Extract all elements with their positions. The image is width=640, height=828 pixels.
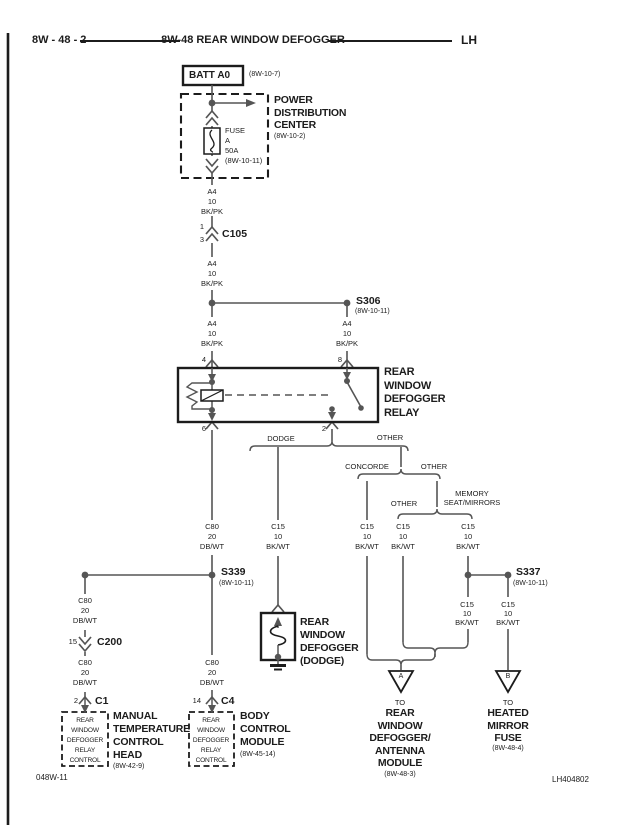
c105-pin-bottom: 3 (199, 235, 204, 244)
branch-label-other-1: OTHER (376, 433, 404, 442)
battery-feed-label: BATT A0 (189, 70, 231, 81)
triangle-a-letter: A (398, 673, 404, 680)
dest-b-to: TO (502, 698, 514, 707)
relay-pin-8: 8 (337, 355, 342, 364)
s337-name: S337 (516, 566, 541, 578)
c105-name: C105 (222, 228, 248, 240)
relay-box (176, 366, 380, 424)
c4-name: C4 (221, 695, 235, 707)
defogger-grid-icon (269, 625, 287, 646)
relay-resistor (185, 382, 212, 410)
wire-label-a4-3: A4 10 BK/PK (200, 319, 224, 348)
wire-label-c15-memory: C15 10 BK/WT (456, 522, 480, 551)
c1-box-text: REAR WINDOW DEFOGGER RELAY CONTROL (66, 717, 104, 764)
relay-name: REAR WINDOW DEFOGGER RELAY (384, 366, 446, 419)
wire-label-c80-mid: C80 20 DB/WT (199, 658, 225, 687)
dest-b-name: HEATED MIRROR FUSE (487, 707, 529, 745)
header-title: 8W-48 REAR WINDOW DEFOGGER (161, 34, 345, 46)
splice-dots (81, 99, 512, 579)
wire-label-a4-4: A4 10 BK/PK (335, 319, 359, 348)
dest-b-ref: (8W-48-4) (492, 745, 524, 752)
inline-connector-icons (78, 109, 219, 653)
branch-label-concorde: CONCORDE (345, 462, 389, 471)
s339-ref: (8W-10-11) (219, 580, 254, 587)
gather-braces (366, 641, 469, 666)
mtc-head-name: MANUAL TEMPERATURE CONTROL HEAD (113, 710, 190, 761)
wire-label-c80-left-2: C80 20 DB/WT (72, 658, 98, 687)
triangle-a-icon (387, 670, 415, 694)
triangle-b-letter: B (505, 673, 511, 680)
fuse-label: FUSE A 50A (8W-10-11) (225, 126, 263, 165)
bcm-name: BODY CONTROL MODULE (240, 710, 291, 748)
s337-ref: (8W-10-11) (513, 580, 548, 587)
battery-feed-box (181, 64, 245, 87)
relay-switch (329, 378, 364, 412)
terminal-connector-icons (78, 358, 354, 705)
split-braces (249, 440, 473, 520)
c105-pin-top: 1 (199, 222, 204, 231)
wire-label-c80-left: C80 20 DB/WT (72, 596, 98, 625)
footer-doc-code: LH404802 (552, 775, 589, 784)
c1-name: C1 (95, 695, 109, 707)
s306-ref: (8W-10-11) (355, 308, 390, 315)
c4-dashed-box (188, 698, 235, 767)
wire-label-c15-dodge: C15 10 BK/WT (266, 522, 290, 551)
header-page-number: 8W - 48 - 2 (32, 34, 87, 46)
pdc-ref: (8W-10-2) (274, 133, 306, 140)
wire-label-a4-1: A4 10 BK/PK (200, 187, 224, 216)
wire-label-c15-concorde: C15 10 BK/WT (355, 522, 379, 551)
c1-dashed-box (61, 698, 109, 767)
battery-feed-ref: (8W-10-7) (249, 71, 281, 78)
pdc-dashed-box (179, 92, 270, 180)
branch-label-memory: MEMORY SEAT/MIRRORS (443, 489, 501, 507)
c4-pin: 14 (192, 696, 201, 705)
relay-pin-4: 4 (201, 355, 206, 364)
dest-a-ref: (8W-48-3) (384, 771, 416, 778)
c1-pin: 2 (73, 696, 78, 705)
wire-label-c15-s337-right: C15 10 BK/WT (496, 600, 520, 627)
branch-label-other-2: OTHER (420, 462, 448, 471)
header-side-code: LH (461, 33, 477, 47)
dest-a-name: REAR WINDOW DEFOGGER/ ANTENNA MODULE (369, 707, 431, 770)
relay-pin-6: 6 (201, 424, 206, 433)
defogger-dodge-name: REAR WINDOW DEFOGGER (DODGE) (300, 616, 359, 667)
relay-internals (185, 368, 364, 421)
relay-pin-2: 2 (321, 424, 326, 433)
wire-label-c15-other: C15 10 BK/WT (391, 522, 415, 551)
pdc-branch-arrow-icon (212, 99, 256, 107)
fuse-icon (203, 127, 221, 155)
triangle-b-icon (494, 670, 522, 694)
s339-name: S339 (221, 566, 246, 578)
ground-icon (270, 660, 286, 671)
wire-label-c15-s337-left: C15 10 BK/WT (455, 600, 479, 627)
c200-name: C200 (97, 636, 123, 648)
c200-pin: 15 (68, 637, 77, 646)
branch-label-other-3: OTHER (390, 499, 418, 508)
dest-a-to: TO (394, 698, 406, 707)
bcm-ref: (8W-45-14) (240, 751, 276, 758)
defogger-dodge-box (259, 611, 297, 671)
branch-label-dodge: DODGE (267, 434, 295, 443)
s306-name: S306 (356, 295, 381, 307)
relay-coil (200, 389, 224, 402)
c4-box-text: REAR WINDOW DEFOGGER RELAY CONTROL (192, 717, 230, 764)
mtc-head-ref: (8W-42-9) (113, 763, 145, 770)
pdc-name: POWER DISTRIBUTION CENTER (274, 94, 347, 131)
wire-label-c80-1: C80 20 DB/WT (199, 522, 225, 551)
footer-sheet-code: 048W-11 (36, 773, 68, 782)
wire-label-a4-2: A4 10 BK/PK (200, 259, 224, 288)
